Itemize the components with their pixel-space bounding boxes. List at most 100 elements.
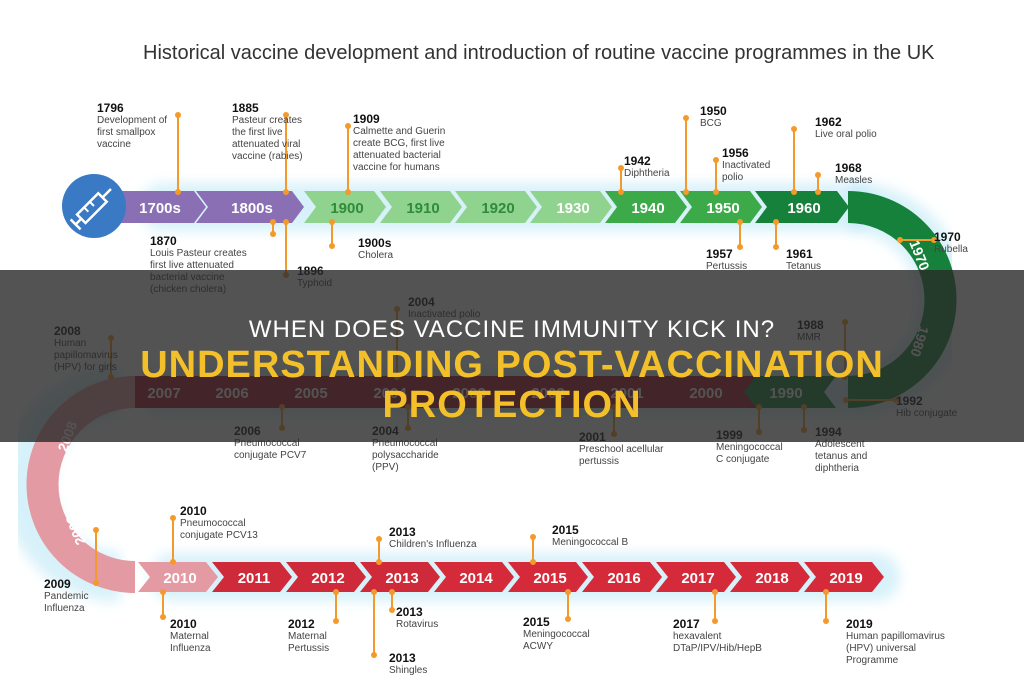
event-dot-1900s (329, 243, 335, 249)
event-dot-2017 (712, 618, 718, 624)
event-description-line: vaccine for humans (353, 162, 440, 173)
event-description-line: attenuated bacterial (353, 150, 441, 161)
event-year: 1970 (934, 230, 961, 244)
event-year: 1962 (815, 115, 842, 129)
event-dot-end-1870 (270, 219, 276, 225)
event-description-line: Pneumococcal (180, 518, 246, 529)
timeline-segment-2015 (508, 562, 588, 592)
timeline-year-1930: 1930 (556, 200, 589, 217)
event-description-line: Children's Influenza (389, 539, 477, 550)
event-dot-end-1896 (283, 219, 289, 225)
event-year: 2012 (288, 617, 315, 631)
event-dot-1957 (737, 244, 743, 250)
event-year: 2017 (673, 617, 700, 631)
event-description-line: Preschool acellular (579, 444, 664, 455)
event-description-line: hexavalent (673, 631, 722, 642)
page-title: Historical vaccine development and intro… (143, 42, 935, 64)
event-dot-1962 (791, 126, 797, 132)
event-description-line: BCG (700, 118, 722, 129)
overlay-question: WHEN DOES VACCINE IMMUNITY KICK IN? (248, 316, 776, 343)
event-dot-end-1942 (618, 189, 624, 195)
event-year: 2015 (523, 615, 550, 629)
event-dot-1970 (897, 237, 903, 243)
event-dot-end-2010 (170, 559, 176, 565)
event-year: 2013 (396, 605, 423, 619)
timeline-segment-2010 (138, 562, 218, 592)
event-year: 1900s (358, 236, 392, 250)
timeline-segment-2017 (656, 562, 736, 592)
event-dot-end-1970 (931, 237, 937, 243)
timeline-segment-2012 (286, 562, 366, 592)
timeline-year-1950: 1950 (706, 200, 739, 217)
event-description-line: Pertussis (288, 643, 330, 654)
event-dot-end-1909 (345, 189, 351, 195)
event-year: 2009 (44, 577, 71, 591)
event-description-line: ACWY (523, 641, 553, 652)
event-dot-end-2013 (371, 589, 377, 595)
event-year: 1968 (835, 161, 862, 175)
event-dot-1909 (345, 123, 351, 129)
syringe-icon (62, 174, 126, 238)
event-dot-2015 (530, 534, 536, 540)
event-dot-end-1968 (815, 189, 821, 195)
event-year: 2010 (180, 504, 207, 518)
event-dot-1796 (175, 112, 181, 118)
event-dot-end-2015 (530, 559, 536, 565)
event-dot-2010 (170, 515, 176, 521)
timeline-year-1910: 1910 (406, 200, 439, 217)
event-year: 2013 (389, 525, 416, 539)
event-dot-end-2010 (160, 589, 166, 595)
event-description-line: Meningococcal B (552, 537, 629, 548)
timeline-segment-2014 (434, 562, 514, 592)
event-description-line: polio (722, 172, 744, 183)
event-dot-2012 (333, 618, 339, 624)
event-description-line: Shingles (389, 665, 428, 676)
event-description-line: conjugate PCV7 (234, 450, 307, 461)
timeline-year-1700s: 1700s (139, 200, 181, 217)
timeline-segment-1940 (605, 191, 687, 223)
event-description-line: Pertussis (706, 261, 748, 272)
timeline-year-2012: 2012 (311, 570, 344, 587)
event-description-line: Programme (846, 655, 899, 666)
event-dot-1885 (283, 112, 289, 118)
event-dot-1950 (683, 115, 689, 121)
event-dot-2015 (565, 616, 571, 622)
timeline-year-2013: 2013 (385, 570, 418, 587)
event-dot-1870 (270, 231, 276, 237)
overlay-answer-line2: PROTECTION (382, 384, 642, 426)
timeline-segment-2016 (582, 562, 662, 592)
event-dot-end-2015 (565, 589, 571, 595)
syringe-icon-shape (69, 188, 112, 231)
event-year: 2010 (170, 617, 197, 631)
timeline-year-2016: 2016 (607, 570, 640, 587)
timeline-year-2019: 2019 (829, 570, 862, 587)
event-dot-end-2013 (389, 589, 395, 595)
timeline-year-2015: 2015 (533, 570, 566, 587)
event-description-line: Pneumococcal (234, 438, 300, 449)
event-description-line: Diphtheria (624, 168, 670, 179)
event-description-line: Maternal (288, 631, 327, 642)
event-description-line: (HPV) universal (846, 643, 917, 654)
event-year: 1957 (706, 247, 733, 261)
title-overlay-band (0, 270, 1024, 442)
event-dot-end-2012 (333, 589, 339, 595)
timeline-segment-1920 (455, 191, 537, 223)
event-description-line: create BCG, first live (353, 138, 445, 149)
timeline-segment-1960 (755, 191, 849, 223)
event-description-line: (PPV) (372, 462, 399, 473)
event-description-line: Human papillomavirus (846, 631, 945, 642)
